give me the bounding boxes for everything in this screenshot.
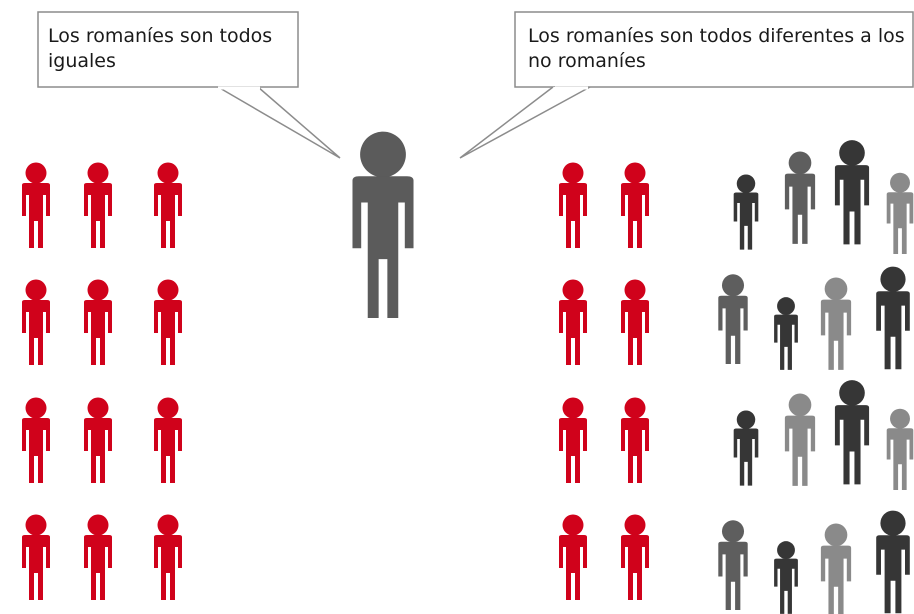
speech-bubble-left [37, 11, 341, 159]
bubble-left-text: Los romaníes son todos iguales [48, 25, 273, 72]
person-icon [886, 408, 914, 490]
bubble-right-text: Los romaníes son todos diferentes a los … [528, 25, 905, 72]
person-icon [22, 514, 50, 600]
person-icon [621, 514, 649, 600]
person-icon [22, 162, 50, 248]
person-icon [559, 279, 587, 365]
person-icon [22, 279, 50, 365]
person-icon [22, 397, 50, 483]
person-icon [621, 162, 649, 248]
observer-person-icon [352, 131, 414, 318]
person-icon [774, 541, 798, 614]
person-icon [154, 162, 182, 248]
person-icon [834, 140, 870, 245]
uniform-roma-group [22, 162, 182, 600]
person-icon [154, 397, 182, 483]
person-icon [820, 277, 852, 370]
person-icon [886, 172, 914, 254]
person-icon [154, 279, 182, 365]
person-icon [834, 380, 870, 485]
person-icon [621, 397, 649, 483]
person-icon [718, 274, 748, 365]
roma-group-right [559, 162, 649, 600]
person-icon [774, 297, 798, 370]
person-icon [559, 397, 587, 483]
person-icon [718, 520, 748, 611]
person-icon [154, 514, 182, 600]
person-icon [621, 279, 649, 365]
person-icon [84, 397, 112, 483]
person-icon [820, 523, 852, 614]
person-icon [559, 162, 587, 248]
person-icon [733, 410, 759, 486]
person-icon [876, 510, 910, 614]
person-icon [84, 279, 112, 365]
person-icon [784, 151, 816, 244]
person-icon [84, 162, 112, 248]
non-roma-group [718, 140, 914, 614]
person-icon [559, 514, 587, 600]
person-icon [733, 174, 759, 250]
person-icon [876, 266, 910, 370]
speech-bubble-right [459, 11, 914, 159]
person-icon [784, 393, 816, 486]
person-icon [84, 514, 112, 600]
